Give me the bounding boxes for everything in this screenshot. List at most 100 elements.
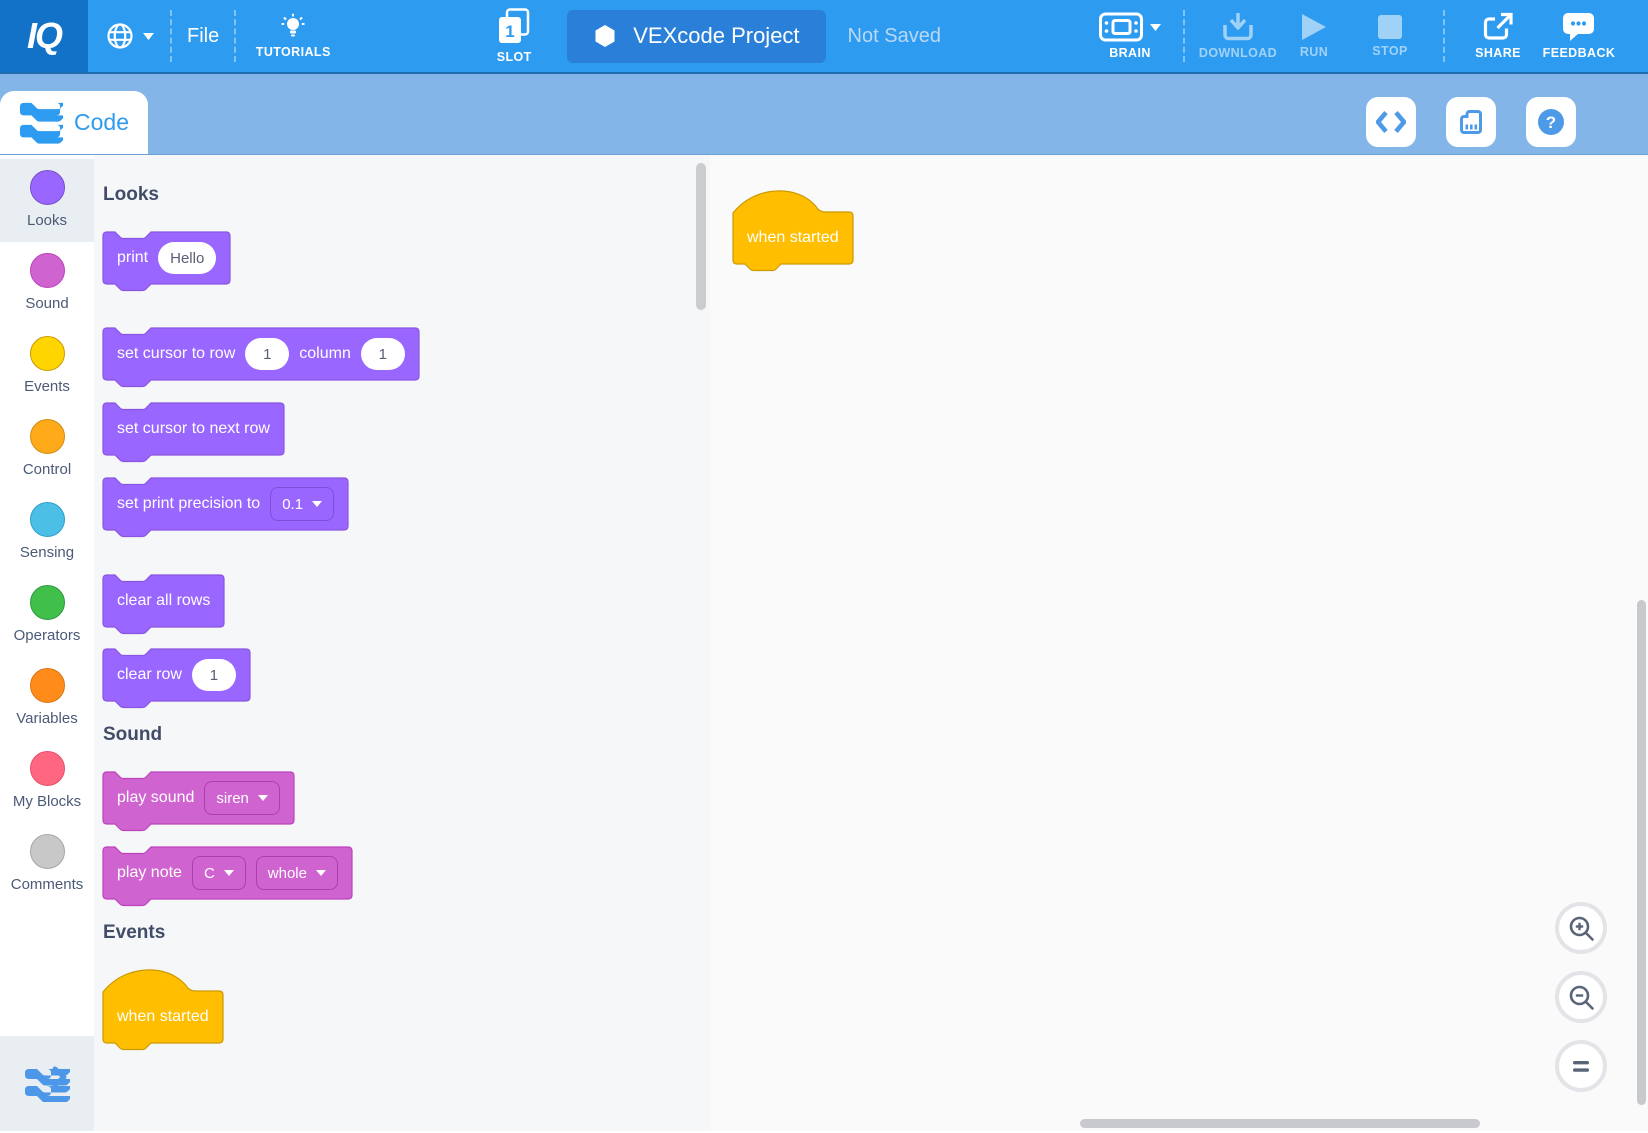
language-menu[interactable] xyxy=(105,21,155,51)
chevron-down-icon xyxy=(312,501,323,507)
block-clear-all-rows[interactable]: clear all rows xyxy=(102,574,225,635)
zoom-out-button[interactable] xyxy=(1555,971,1607,1023)
block-label: print xyxy=(117,249,149,266)
block-dropdown[interactable]: C xyxy=(191,856,246,890)
sidebar-item-looks[interactable]: Looks xyxy=(0,159,94,242)
vertical-scrollbar[interactable] xyxy=(1637,600,1646,1105)
block-when-started[interactable]: when started xyxy=(102,969,224,1051)
block-label: play sound xyxy=(117,789,195,806)
palette-section-title: Events xyxy=(103,922,166,943)
horizontal-scrollbar[interactable] xyxy=(1080,1119,1480,1128)
blocks-icon xyxy=(19,102,63,144)
category-label: Sensing xyxy=(19,544,75,561)
chevron-down-icon xyxy=(1149,23,1161,31)
block-dropdown[interactable]: whole xyxy=(255,856,338,890)
sidebar-item-sensing[interactable]: Sensing xyxy=(0,491,94,574)
block-dropdown[interactable]: siren xyxy=(204,781,280,815)
palette-scrollbar[interactable] xyxy=(696,163,706,310)
category-label: Events xyxy=(24,378,70,395)
zoom-reset-button[interactable] xyxy=(1555,1040,1607,1092)
block-print[interactable]: print Hello xyxy=(102,231,231,292)
code-viewer-button[interactable] xyxy=(1366,97,1416,147)
block-input[interactable]: 1 xyxy=(245,338,290,370)
share-button[interactable]: SHARE xyxy=(1460,12,1536,60)
collapse-blocks-icon xyxy=(25,1066,70,1102)
slot-button[interactable]: 1 SLOT xyxy=(485,8,543,64)
divider xyxy=(170,10,172,62)
category-color-dot xyxy=(29,170,65,205)
category-color-dot xyxy=(29,253,65,288)
block-dropdown[interactable]: 0.1 xyxy=(270,487,335,521)
print-console-button[interactable] xyxy=(1446,97,1496,147)
help-button[interactable]: ? xyxy=(1526,97,1576,147)
block-label: set cursor to row xyxy=(117,345,236,362)
chevron-down-icon xyxy=(223,870,234,876)
run-button[interactable]: RUN xyxy=(1276,13,1352,59)
block-set-cursor-to-row-column[interactable]: set cursor to row 1 column 1 xyxy=(102,327,420,388)
palette-section-title: Sound xyxy=(103,724,163,745)
palette-sections: Looks print Hello set cursor to row 1 column 1… xyxy=(102,184,710,1051)
dropdown-value: C xyxy=(203,864,215,882)
dropdown-value: 0.1 xyxy=(282,495,304,513)
brain-button[interactable]: BRAIN xyxy=(1092,12,1168,60)
iq-logo: IQ xyxy=(0,0,88,72)
block-label: set print precision to xyxy=(117,495,261,512)
run-icon xyxy=(1302,14,1326,40)
block-label: column xyxy=(299,345,351,362)
palette-section-title: Looks xyxy=(103,184,159,205)
category-label: Variables xyxy=(16,710,78,727)
divider xyxy=(1183,10,1185,62)
sidebar-item-control[interactable]: Control xyxy=(0,408,94,491)
sidebar-item-operators[interactable]: Operators xyxy=(0,574,94,657)
download-icon xyxy=(1223,13,1253,41)
stop-icon xyxy=(1378,15,1402,39)
zoom-out-icon xyxy=(1569,985,1594,1010)
category-label: Sound xyxy=(25,295,69,312)
category-label: Comments xyxy=(10,876,84,893)
block-when-started[interactable]: when started xyxy=(732,190,854,272)
block-set-cursor-to-next-row[interactable]: set cursor to next row xyxy=(102,402,285,463)
project-title: VEXcode Project xyxy=(633,23,800,48)
block-set-print-precision[interactable]: set print precision to 0.1 xyxy=(102,477,349,538)
lightbulb-icon xyxy=(281,13,305,37)
block-label: clear all rows xyxy=(117,592,211,609)
category-color-dot xyxy=(29,668,65,703)
globe-icon xyxy=(107,23,133,49)
console-icon xyxy=(1460,110,1482,134)
feedback-button[interactable]: FEEDBACK xyxy=(1536,12,1622,60)
block-input[interactable]: Hello xyxy=(158,242,217,274)
download-button[interactable]: DOWNLOAD xyxy=(1199,12,1277,60)
help-icon: ? xyxy=(1538,109,1564,135)
category-color-dot xyxy=(29,336,65,371)
sidebar-item-events[interactable]: Events xyxy=(0,325,94,408)
block-input[interactable]: 1 xyxy=(191,659,236,691)
file-menu[interactable]: File xyxy=(187,24,220,47)
block-play-sound[interactable]: play sound siren xyxy=(102,771,295,832)
category-color-dot xyxy=(29,502,65,537)
top-toolbar: IQ File TUTORIALS 1 xyxy=(0,0,1648,74)
sidebar-item-sound[interactable]: Sound xyxy=(0,242,94,325)
category-color-dot xyxy=(29,751,65,786)
block-label: clear row xyxy=(117,666,182,683)
tutorials-button[interactable]: TUTORIALS xyxy=(251,13,335,59)
block-input[interactable]: 1 xyxy=(360,338,405,370)
zoom-in-button[interactable] xyxy=(1555,902,1607,954)
category-color-dot xyxy=(29,419,65,454)
sidebar-item-my-blocks[interactable]: My Blocks xyxy=(0,740,94,823)
block-clear-row[interactable]: clear row 1 xyxy=(102,648,251,709)
sidebar-item-variables[interactable]: Variables xyxy=(0,657,94,740)
tab-code[interactable]: Code xyxy=(0,91,148,154)
chevron-down-icon xyxy=(257,795,268,801)
sidebar-item-comments[interactable]: Comments xyxy=(0,823,94,906)
zoom-in-icon xyxy=(1569,916,1594,941)
brain-icon xyxy=(1098,12,1143,42)
stop-button[interactable]: STOP xyxy=(1352,14,1428,58)
category-label: My Blocks xyxy=(12,793,82,810)
project-title-button[interactable]: VEXcode Project xyxy=(567,9,826,63)
block-label: when started xyxy=(117,1008,209,1025)
collapse-palette-button[interactable] xyxy=(0,1036,94,1131)
chevron-down-icon xyxy=(315,870,326,876)
workspace-canvas[interactable]: when started xyxy=(710,155,1648,1131)
